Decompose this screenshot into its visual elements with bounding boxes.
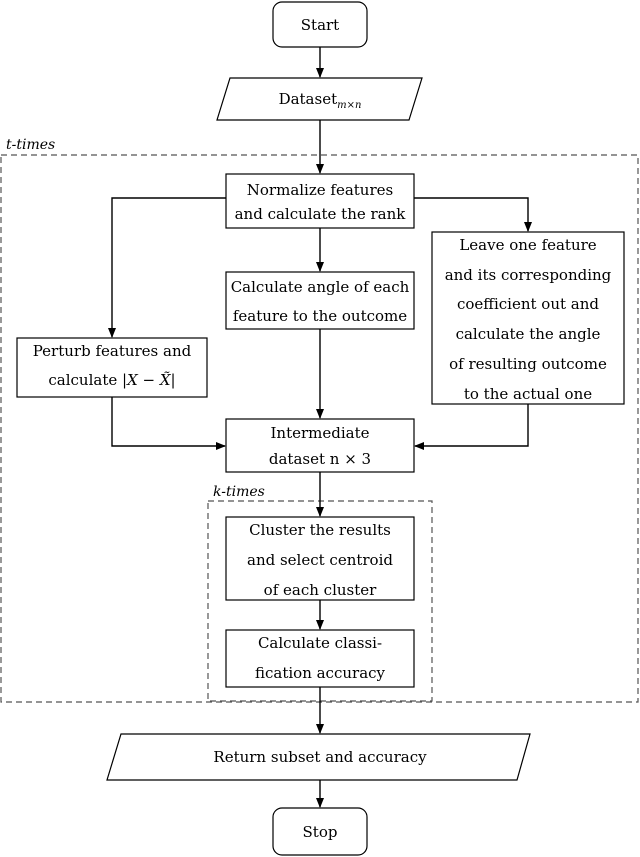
classification-accuracy-line-2: fication accuracy [255,664,386,682]
leave-one-line-2: and its corresponding [445,266,612,284]
leave-one-line-5: of resulting outcome [449,355,607,373]
leave-one-line-6: to the actual one [464,385,592,403]
leave-one-line-4: calculate the angle [456,325,601,343]
classification-accuracy-box [225,629,415,688]
return-output-label: Return subset and accuracy [213,748,427,766]
normalize-features-line-1: Normalize features [247,181,393,199]
normalize-features-line-2: and calculate the rank [235,205,407,223]
perturb-features-line-2: calculate |X − X̃| [48,371,175,389]
calculate-angle-box [225,271,415,330]
stop-terminal [272,807,368,856]
stop-label: Stop [303,823,338,841]
perturb-features-line-1: Perturb features and [33,342,192,360]
intermediate-dataset-line-1: Intermediate [270,424,369,442]
intermediate-dataset-box [225,418,415,473]
classification-accuracy-line-1: Calculate classi- [258,634,382,652]
calculate-angle-line-1: Calculate angle of each [231,278,410,296]
t-times-loop-label: t-times [6,137,55,153]
dataset-label: Datasetm×n [279,90,362,111]
cluster-results-line-1: Cluster the results [249,521,391,539]
cluster-results-box [225,516,415,601]
arrow-perturb-to-intermediate [111,397,226,450]
dataset-input [216,77,423,121]
perturb-features-box [16,337,208,398]
return-output [106,733,531,781]
cluster-results-line-2: and select centroid [247,551,393,569]
arrow-leave-one-to-intermediate [414,404,529,450]
arrow-normalize-to-leave-one [414,197,532,232]
leave-one-feature-box [431,231,625,405]
leave-one-line-3: coefficient out and [457,295,599,313]
leave-one-line-1: Leave one feature [459,236,596,254]
cluster-results-line-3: of each cluster [264,581,377,599]
intermediate-dataset-line-2: dataset n × 3 [269,450,371,468]
start-label: Start [301,16,339,34]
calculate-angle-line-2: feature to the outcome [233,307,407,325]
arrow-normalize-to-perturb [108,197,226,338]
k-times-loop-label: k-times [213,484,265,500]
